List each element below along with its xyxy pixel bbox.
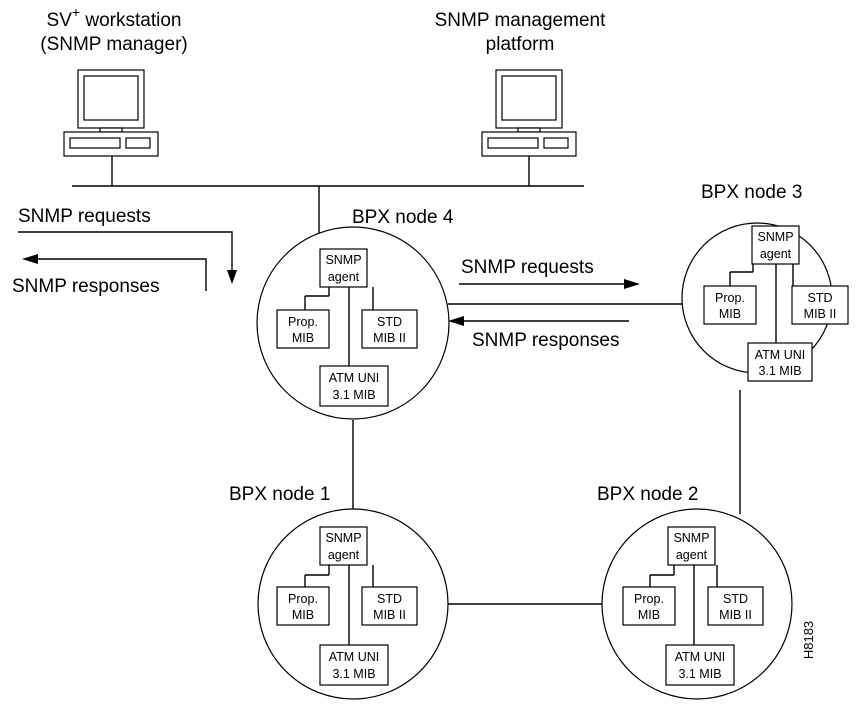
node3-title: BPX node 3 — [701, 182, 802, 203]
left-requests-arrow — [18, 231, 237, 284]
node4-snmp-agent-box — [319, 248, 368, 288]
node4-agent-line1: SNMP — [325, 253, 361, 267]
node2-atm-line1: ATM UNI — [675, 650, 725, 664]
node3-prop-line1: Prop. — [715, 291, 745, 305]
node1-agent-line1: SNMP — [325, 531, 361, 545]
bpx-node-1: SNMP agent Prop. MIB STD MIB II ATM UNI … — [257, 508, 449, 700]
node3-prop-mib-box — [703, 285, 757, 325]
node4-title: BPX node 4 — [352, 207, 454, 228]
node2-atm-mib-box — [665, 644, 735, 686]
node1-std-line2: MIB II — [373, 608, 406, 622]
figure-id: H8183 — [801, 621, 816, 659]
mgmt-platform-computer-icon — [481, 69, 577, 157]
sv-workstation-label: SV+ workstation — [47, 4, 182, 31]
node1-prop-mib-box — [276, 586, 330, 626]
node3-snmp-agent-box — [751, 225, 800, 265]
node1-atm-mib-box — [319, 644, 389, 686]
node4-std-line2: MIB II — [373, 331, 406, 345]
left-snmp-requests-label: SNMP requests — [18, 206, 151, 227]
node1-std-mib-box — [361, 586, 418, 626]
node1-agent-line2: agent — [328, 548, 360, 562]
node3-agent-line1: SNMP — [757, 230, 793, 244]
node4-atm-mib-box — [319, 365, 389, 407]
node1-atm-line2: 3.1 MIB — [332, 667, 375, 681]
bpx-node-3: SNMP agent Prop. MIB STD MIB II ATM UNI … — [681, 222, 849, 382]
node1-prop-line2: MIB — [292, 608, 314, 622]
node3-atm-mib-box — [747, 342, 813, 382]
mid-requests-arrow — [459, 279, 640, 289]
sv-workstation-sublabel: (SNMP manager) — [40, 34, 187, 55]
bpx-node-2: SNMP agent Prop. MIB STD MIB II ATM UNI … — [601, 508, 793, 700]
node4-prop-mib-box — [276, 309, 330, 349]
node4-prop-line1: Prop. — [288, 315, 318, 329]
node3-atm-line2: 3.1 MIB — [758, 364, 801, 378]
node4-std-line1: STD — [377, 315, 402, 329]
node4-prop-line2: MIB — [292, 331, 314, 345]
node4-std-mib-box — [361, 309, 418, 349]
node2-internal-links — [649, 565, 718, 645]
mid-snmp-responses-label: SNMP responses — [472, 330, 620, 351]
left-responses-arrow — [22, 254, 207, 291]
node1-internal-links — [304, 565, 374, 645]
node1-title: BPX node 1 — [229, 484, 330, 505]
mgmt-platform-label: SNMP management — [435, 10, 606, 31]
node3-agent-line2: agent — [760, 247, 792, 261]
node2-prop-line2: MIB — [638, 608, 660, 622]
node2-snmp-agent-box — [667, 526, 716, 566]
node4-atm-line2: 3.1 MIB — [332, 388, 375, 402]
left-snmp-responses-label: SNMP responses — [12, 276, 160, 297]
node3-std-line1: STD — [808, 291, 833, 305]
node3-atm-line1: ATM UNI — [755, 348, 805, 362]
node1-atm-line1: ATM UNI — [329, 650, 379, 664]
node3-std-mib-box — [791, 285, 849, 325]
node2-atm-line2: 3.1 MIB — [678, 667, 721, 681]
node2-prop-mib-box — [622, 586, 676, 626]
node2-prop-line1: Prop. — [634, 592, 664, 606]
node1-snmp-agent-box — [319, 526, 368, 566]
node-links — [352, 303, 741, 605]
node4-internal-links — [304, 287, 374, 366]
node2-agent-line2: agent — [676, 548, 708, 562]
node3-internal-links — [729, 264, 794, 343]
sv-workstation-computer-icon — [63, 69, 159, 157]
node4-atm-line1: ATM UNI — [329, 371, 379, 385]
node2-std-line2: MIB II — [719, 608, 752, 622]
node2-agent-line1: SNMP — [673, 531, 709, 545]
node2-std-mib-box — [707, 586, 764, 626]
node1-prop-line1: Prop. — [288, 592, 318, 606]
node1-std-line1: STD — [377, 592, 402, 606]
node4-agent-line2: agent — [328, 270, 360, 284]
mgmt-platform-sublabel: platform — [486, 34, 555, 55]
node3-std-line2: MIB II — [804, 307, 837, 321]
node2-std-line1: STD — [723, 592, 748, 606]
mid-responses-arrow — [448, 316, 629, 326]
bpx-node-4: SNMP agent Prop. MIB STD MIB II ATM UNI … — [256, 226, 450, 420]
node2-title: BPX node 2 — [597, 484, 698, 505]
mid-snmp-requests-label: SNMP requests — [461, 257, 594, 278]
node3-prop-line2: MIB — [719, 307, 741, 321]
